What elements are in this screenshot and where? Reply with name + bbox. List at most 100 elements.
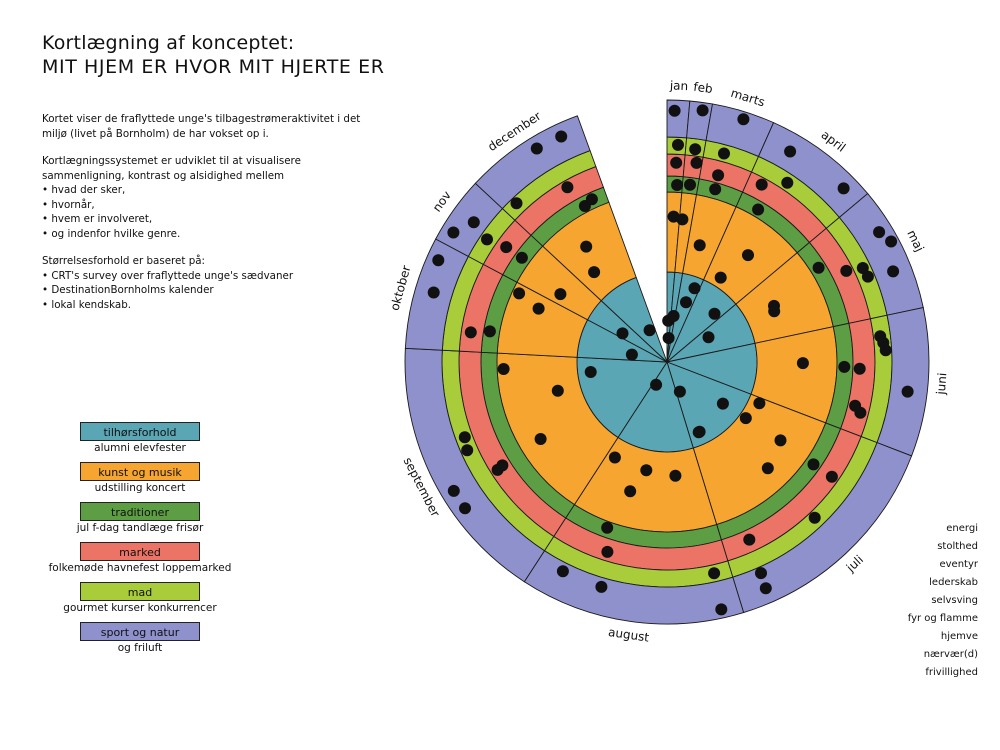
activity-dot [676,213,689,226]
month-label: oktober [388,264,414,312]
activity-dot [696,104,709,117]
activity-dot [668,104,681,117]
activity-dot [616,327,629,340]
activity-dot [708,567,721,580]
activity-dot [768,305,781,318]
activity-dot [432,254,445,267]
intro-bullet: hvad der sker, [42,183,372,198]
activity-dot [427,286,440,299]
activity-dot [625,348,638,361]
activity-dot [709,183,722,196]
activity-dot [447,226,460,239]
activity-dot [716,397,729,410]
activity-dot [808,511,821,524]
legend-description: jul f-dag tandlæge frisør [76,522,204,534]
month-label: marts [729,86,767,110]
activity-dot [796,357,809,370]
intro-bullet: hvem er involveret, [42,212,372,227]
activity-dot [532,302,545,315]
value-item: stolthed [937,541,978,552]
activity-dot [515,251,528,264]
activity-dot [551,384,564,397]
activity-dot [662,332,675,344]
activity-dot [755,178,768,191]
intro-bullets-2: CRT's survey over fraflyttede unge's sæd… [42,269,372,313]
activity-dot [601,521,614,534]
legend-swatch: mad [80,582,200,601]
activity-dot [784,145,797,158]
month-label: juni [934,372,950,396]
activity-dot [692,426,705,439]
activity-dot [672,138,684,151]
activity-dot [885,235,898,248]
activity-dot [467,216,480,229]
legend-swatch: kunst og musik [80,462,200,481]
intro-paragraph-1: Kortet viser de fraflyttede unge's tilba… [42,113,361,140]
legend-description: og friluft [117,642,163,654]
month-label: juli [843,552,866,575]
activity-dot [837,182,850,195]
activity-dot [712,169,725,182]
month-label: feb [693,80,714,96]
activity-dot [458,431,471,444]
activity-dot [689,143,702,156]
activity-dot [737,113,750,126]
activity-dot [753,397,766,410]
activity-dot [530,142,543,155]
activity-dot [461,444,474,457]
activity-dot [510,197,523,210]
activity-dot [684,178,696,191]
month-label: august [607,625,650,645]
activity-dot [853,362,866,375]
month-label: nov [430,188,454,214]
activity-dot [500,241,513,254]
title-line-1: Kortlægning af konceptet: [42,32,295,54]
activity-dot [849,399,862,412]
legend-item-tilhorsforhold: tilhørsforhold alumni elevfester [40,422,240,455]
legend: tilhørsforhold alumni elevfester kunst o… [40,422,240,662]
activity-dot [856,262,869,274]
legend-item-kunst-og-musik: kunst og musik udstilling koncert [40,462,240,495]
activity-dot [825,470,838,483]
activity-dot [555,130,568,143]
value-item: nærvær(d) [923,649,978,660]
activity-dot [759,582,772,595]
wheel-sectors [404,99,930,625]
activity-dot [513,287,526,300]
value-item: hjemve [940,631,978,642]
intro-text: Kortet viser de fraflyttede unge's tilba… [42,112,372,325]
activity-dot [877,336,890,349]
value-item: frivillighed [925,667,978,678]
activity-dot [669,469,682,482]
legend-item-sport-og-natur: sport og natur og friluft [40,622,240,655]
activity-dot [693,239,706,252]
activity-dot [608,451,621,464]
activity-dot [580,240,593,253]
activity-dot [708,307,721,320]
legend-swatch: marked [80,542,200,561]
values-list: energi stolthed eventyr lederskab selvsv… [868,520,978,682]
activity-dot [624,485,637,498]
month-label: april [819,128,849,155]
legend-description: udstilling koncert [94,482,186,494]
activity-dot [585,193,598,206]
activity-dot [812,261,825,274]
activity-dot [781,176,794,189]
value-item: selvsving [931,595,978,606]
activity-dot [483,325,496,338]
activity-dot [838,360,851,373]
intro-paragraph-3: Størrelsesforhold er baseret på: [42,255,206,267]
activity-dot [718,147,730,160]
activity-dot [690,156,703,169]
activity-dot [680,296,692,309]
activity-dot [774,434,787,447]
activity-dot [702,331,715,344]
value-item: fyr og flamme [907,613,978,624]
activity-dot [650,378,663,391]
activity-dot [742,249,754,262]
wheel-dots [427,104,914,616]
intro-bullet: DestinationBornholms kalender [42,283,372,298]
value-item: lederskab [929,577,978,588]
activity-dot [534,433,547,445]
legend-item-marked: marked folkemøde havnefest loppemarked [40,542,240,575]
